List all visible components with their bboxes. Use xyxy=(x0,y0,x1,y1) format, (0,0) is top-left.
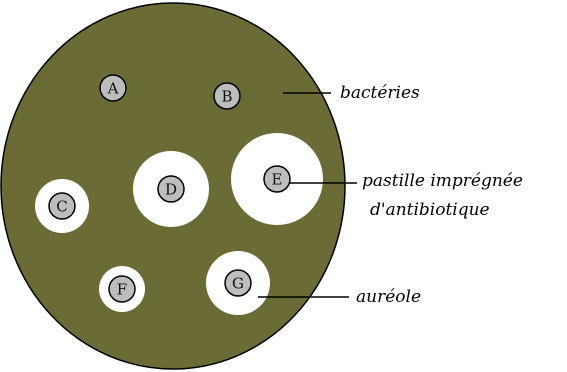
pill-e-label: E xyxy=(272,171,283,189)
label-bacteria: bactéries xyxy=(340,83,420,103)
pill-c-label: C xyxy=(56,198,67,216)
pill-f-label: F xyxy=(117,281,127,299)
pill-b: B xyxy=(214,83,240,109)
pill-e: E xyxy=(264,166,290,192)
label-halo: auréole xyxy=(356,287,421,307)
pill-g-label: G xyxy=(232,275,244,293)
pill-f: F xyxy=(109,276,135,302)
pill-c: C xyxy=(49,193,75,219)
pill-d: D xyxy=(158,176,184,202)
pill-a: A xyxy=(100,75,126,101)
label-pill-line2: d'antibiotique xyxy=(370,200,490,220)
pill-d-label: D xyxy=(165,181,177,199)
pill-g: G xyxy=(225,270,251,296)
pill-a-label: A xyxy=(107,80,119,98)
label-pill-line1: pastille imprégnée xyxy=(362,171,523,191)
pill-b-label: B xyxy=(221,88,232,106)
